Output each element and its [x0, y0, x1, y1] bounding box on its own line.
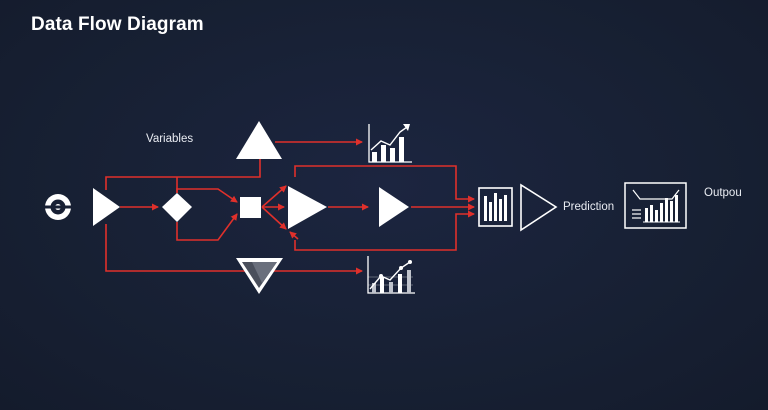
aggregate-bars-icon: [478, 187, 513, 227]
source-node-icon: [44, 194, 72, 220]
connector-bottom-loop: [294, 210, 475, 251]
prediction-label: Prediction: [563, 201, 615, 213]
output-chart-icon: [624, 182, 687, 229]
relay-triangle-icon: [379, 187, 409, 227]
connector-diamond-to-square-top: [176, 188, 238, 203]
prediction-triangle-icon: [520, 183, 558, 232]
connector-input-to-bottom-chart: [105, 224, 363, 275]
connectors: [105, 138, 475, 275]
inverted-triangle-icon: [236, 258, 283, 294]
process-square-icon: [240, 197, 261, 218]
connector-feedback: [289, 231, 299, 240]
connector-fan-upper: [261, 185, 287, 208]
connector-top-loop: [294, 165, 475, 203]
decision-diamond-icon: [162, 193, 192, 222]
input-triangle-icon: [93, 188, 120, 226]
page-title: Data Flow Diagram: [31, 14, 204, 35]
bar-chart-bottom-icon: [367, 256, 415, 294]
top-triangle-icon: [236, 121, 282, 159]
variables-label: Variables: [146, 133, 194, 145]
connector-diamond-to-square-bottom: [176, 213, 238, 241]
processing-triangle-icon: [288, 186, 327, 229]
output-label: Outpou: [704, 187, 742, 199]
bar-chart-top-icon: [368, 124, 412, 163]
connector-fan-lower: [261, 206, 287, 230]
connector-input-to-top-chart: [105, 155, 261, 190]
